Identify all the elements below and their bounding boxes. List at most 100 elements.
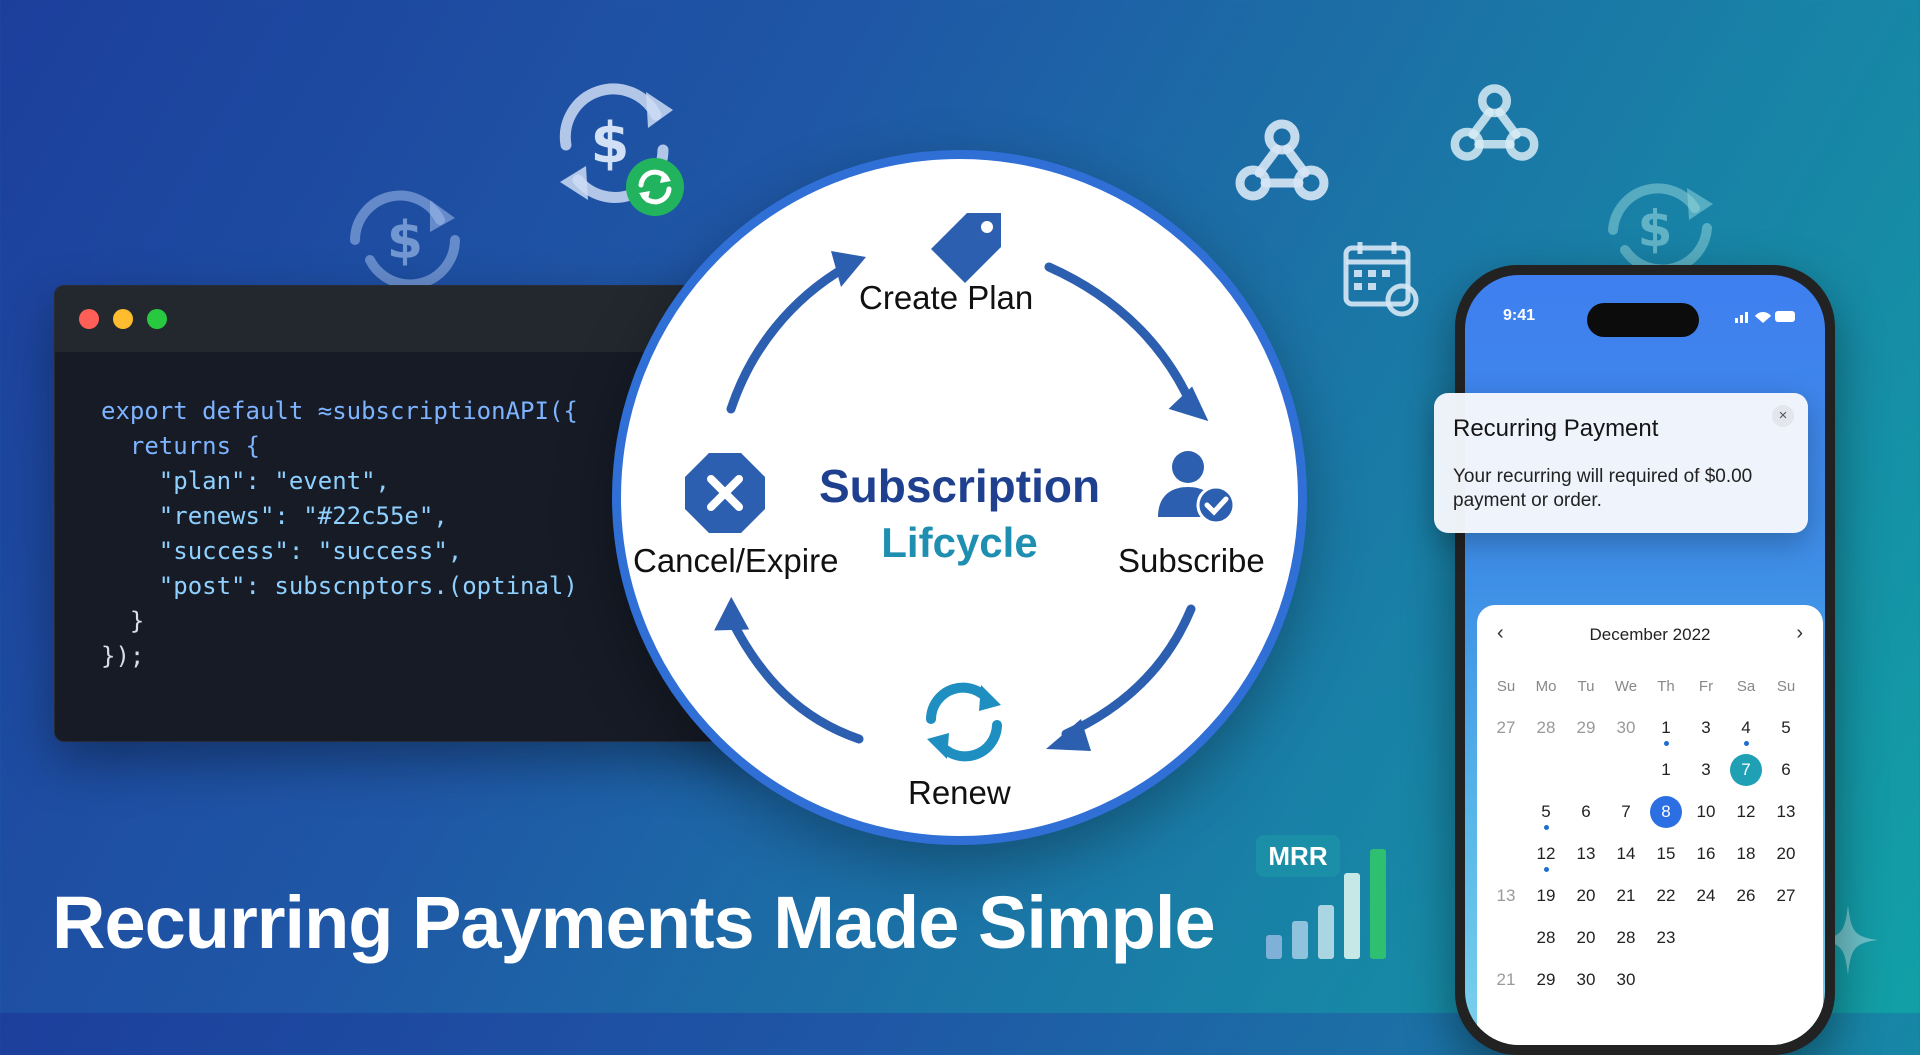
calendar-day[interactable]: 28 [1616, 928, 1636, 947]
status-time: 9:41 [1503, 307, 1536, 324]
calendar-day[interactable]: 19 [1536, 886, 1556, 905]
close-window-button[interactable] [79, 309, 99, 329]
calendar-day[interactable]: 18 [1736, 844, 1756, 863]
webhook-icon [1450, 84, 1539, 161]
calendar-day[interactable]: 7 [1726, 754, 1766, 786]
calendar-day[interactable]: 1 [1661, 760, 1671, 779]
calendar-week-row: 21 29 30 30 [1486, 959, 1816, 1001]
calendar-day[interactable]: 12 [1526, 844, 1566, 872]
calendar-weekday: Th [1657, 677, 1675, 695]
calendar-day[interactable]: 14 [1616, 844, 1636, 863]
dollar-cycle-icon: $ [350, 190, 460, 290]
code-line: "renews": "#22c55e", [101, 502, 448, 530]
calendar-day[interactable]: 27 [1496, 718, 1516, 737]
calendar-day[interactable]: 12 [1736, 802, 1756, 821]
notification-close-button[interactable]: × [1772, 405, 1794, 427]
calendar-weekday: Mo [1535, 677, 1557, 695]
calendar-day[interactable]: 5 [1526, 802, 1566, 830]
calendar-day[interactable]: 1 [1646, 718, 1686, 746]
calendar-day[interactable]: 27 [1776, 886, 1796, 905]
notification-title: Recurring Payment [1453, 415, 1659, 442]
calendar-next-button[interactable]: › [1796, 622, 1803, 644]
event-dot [1544, 825, 1549, 830]
stage-create-plan: Create Plan [859, 279, 1034, 316]
calendar-day[interactable]: 29 [1536, 970, 1556, 989]
calendar-day[interactable]: 16 [1696, 844, 1716, 863]
calendar-weekday: Sa [1736, 677, 1756, 695]
calendar-day[interactable]: 3 [1701, 718, 1711, 737]
notification-body: Your recurring will required of $0.00 pa… [1453, 466, 1753, 511]
calendar-day[interactable]: 23 [1656, 928, 1676, 947]
event-dot [1544, 867, 1549, 872]
calendar-day[interactable]: 30 [1616, 970, 1636, 989]
sparkle-icon [1818, 905, 1878, 975]
calendar-day[interactable]: 24 [1696, 886, 1716, 905]
lifecycle-arrows [714, 251, 1209, 751]
calendar-day[interactable]: 22 [1656, 886, 1676, 905]
calendar-selected-day[interactable]: 8 [1650, 796, 1682, 828]
recurring-payment-notification[interactable]: Recurring Payment × Your recurring will … [1434, 393, 1808, 533]
calendar-weekday: Su [1776, 677, 1796, 695]
calendar-weekday: Tu [1577, 677, 1595, 695]
mrr-badge: MRR [1256, 835, 1340, 877]
calendar-day[interactable]: 15 [1656, 844, 1676, 863]
calendar-prev-button[interactable]: ‹ [1497, 622, 1504, 644]
minimize-window-button[interactable] [113, 309, 133, 329]
calendar-day[interactable]: 13 [1776, 802, 1796, 821]
calendar-day[interactable]: 20 [1576, 928, 1596, 947]
calendar-day[interactable]: 10 [1696, 802, 1716, 821]
price-tag-icon [931, 213, 1001, 283]
code-line: }); [101, 642, 145, 670]
mrr-bars-icon [1266, 849, 1386, 959]
code-line: "success": "success", [101, 537, 463, 565]
calendar-month: December 2022 [1589, 625, 1711, 644]
code-line: "post": subscnptors.(optinal) [101, 572, 578, 600]
calendar-day[interactable]: 7 [1621, 802, 1631, 821]
stage-subscribe: Subscribe [1118, 542, 1265, 579]
calendar-day[interactable]: 28 [1536, 718, 1556, 737]
svg-text:$: $ [387, 211, 423, 271]
calendar-day[interactable]: 5 [1781, 718, 1791, 737]
calendar-day[interactable]: 20 [1776, 844, 1796, 863]
calendar-day[interactable]: 8 [1646, 796, 1686, 828]
calendar-day[interactable]: 28 [1536, 928, 1556, 947]
calendar-weekday: Su [1496, 677, 1516, 695]
cancel-octagon-icon [685, 453, 765, 533]
code-line: returns { [101, 432, 260, 460]
lifecycle-subtitle: Lifcycle [881, 519, 1038, 566]
calendar-selected-day[interactable]: 7 [1730, 754, 1762, 786]
calendar-day[interactable]: 20 [1576, 886, 1596, 905]
calendar-day[interactable]: 30 [1616, 718, 1636, 737]
calendar-week-row: 12 13 14 15 16 18 20 [1486, 833, 1816, 875]
subscription-lifecycle-diagram: Create Plan Subscribe Renew Cancel/Expir… [612, 150, 1307, 845]
maximize-window-button[interactable] [147, 309, 167, 329]
code-line: "plan": "event", [101, 467, 390, 495]
renew-sync-icon [926, 682, 1002, 762]
calendar-day[interactable]: 29 [1576, 718, 1596, 737]
code-body: export default ≈subscriptionAPI({ return… [55, 352, 775, 674]
lifecycle-title: Subscription [818, 460, 1101, 512]
headline: Recurring Payments Made Simple [52, 881, 1216, 964]
calendar-day[interactable]: 21 [1496, 970, 1516, 989]
dynamic-island [1587, 303, 1699, 337]
stage-renew: Renew [908, 774, 1011, 811]
user-check-icon [1158, 451, 1236, 525]
calendar-day[interactable]: 3 [1701, 760, 1711, 779]
calendar-day[interactable]: 13 [1576, 844, 1596, 863]
stage-cancel-expire: Cancel/Expire [633, 542, 839, 579]
code-line: export default ≈subscriptionAPI({ [101, 397, 578, 425]
calendar-day[interactable]: 6 [1781, 760, 1791, 779]
calendar-day[interactable]: 13 [1496, 886, 1516, 905]
calendar-day[interactable]: 6 [1581, 802, 1591, 821]
calendar-week-row: 13 19 20 21 22 24 26 27 [1486, 875, 1816, 917]
calendar-day[interactable]: 30 [1576, 970, 1596, 989]
calendar-week-row: 28 20 28 23 [1486, 917, 1816, 959]
calendar-day[interactable]: 4 [1726, 718, 1766, 746]
calendar-day[interactable]: 26 [1736, 886, 1756, 905]
calendar-day[interactable]: 21 [1616, 886, 1636, 905]
